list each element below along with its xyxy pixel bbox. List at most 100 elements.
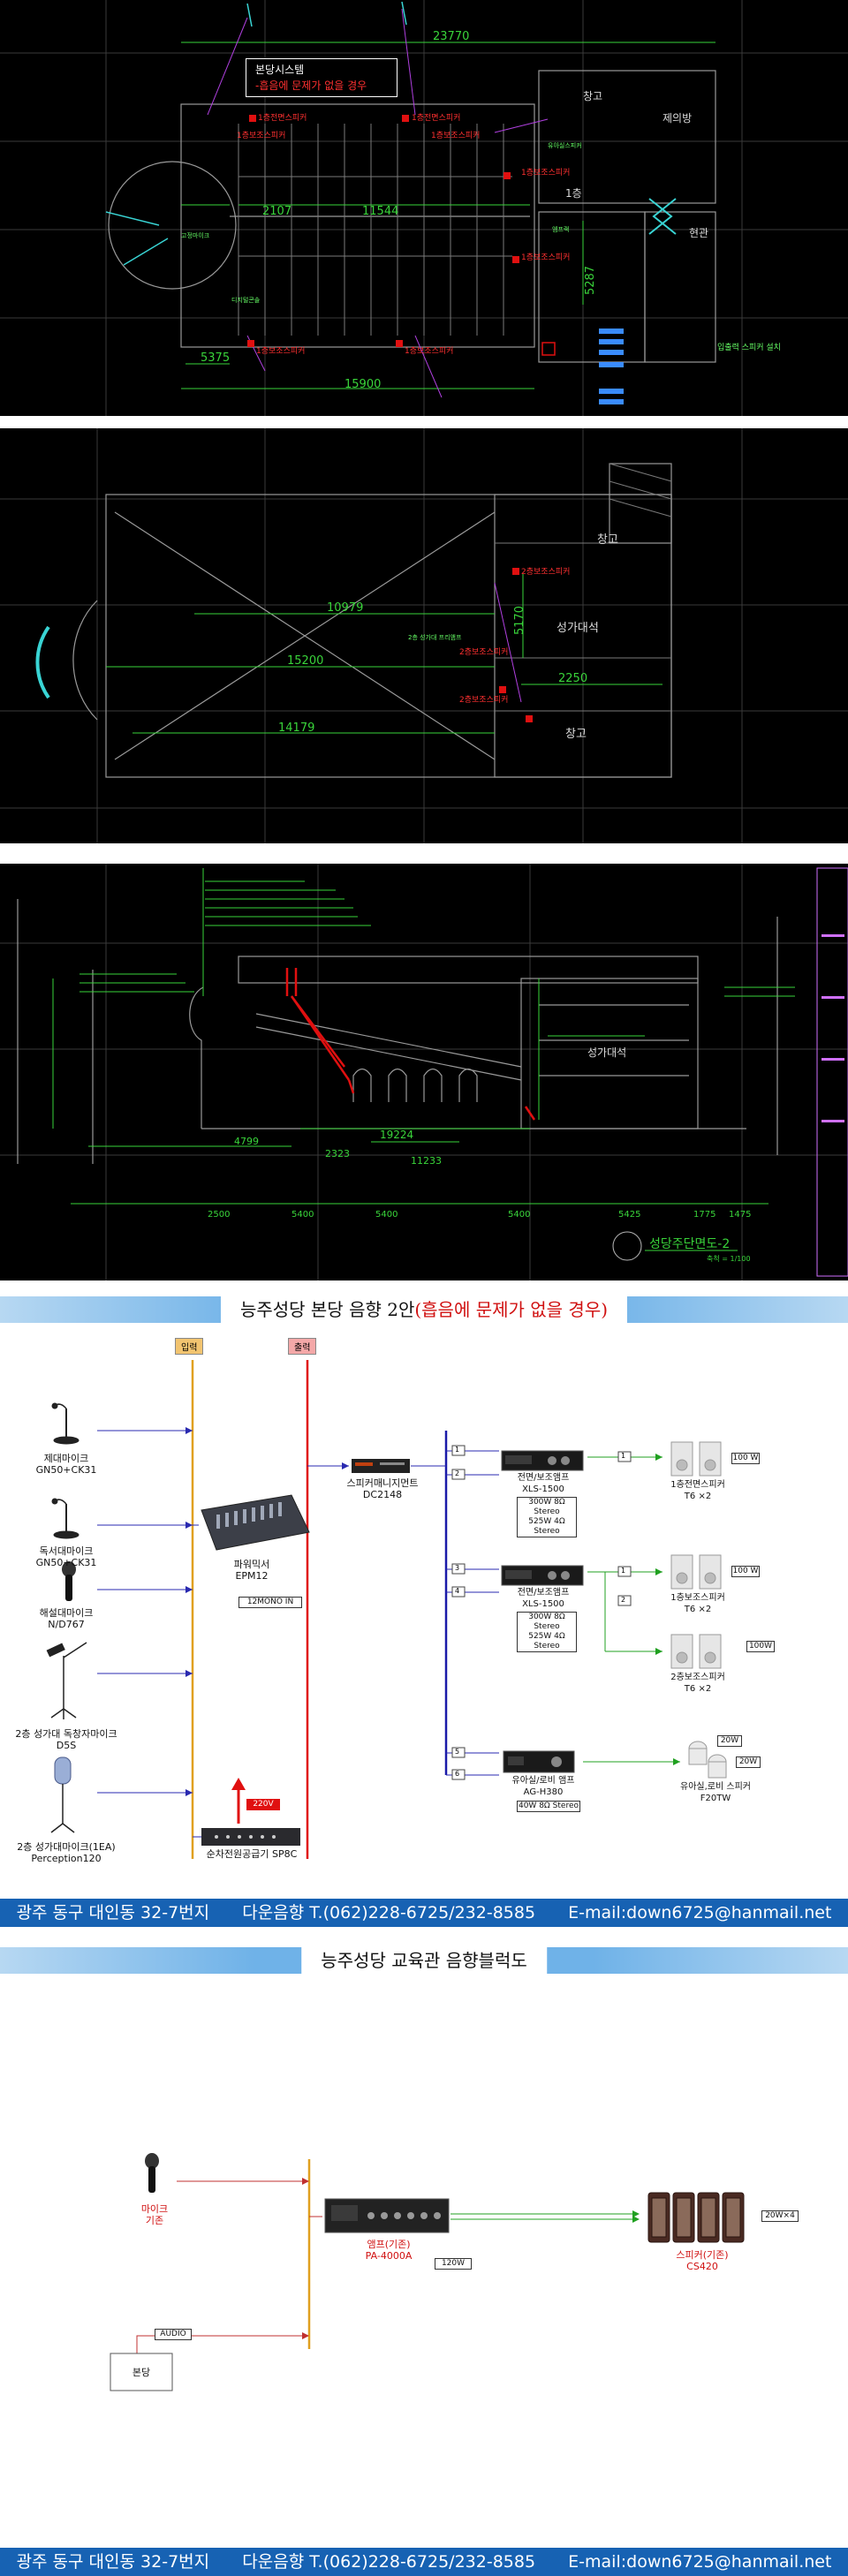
plan2-dim-4: 2250 xyxy=(558,672,588,685)
plan1-note-entry: 입출력 스피커 설치 xyxy=(717,344,781,352)
plan1-title-box: 본당시스템 -흡음에 문제가 없을 경우 xyxy=(246,58,398,97)
plan1-speaker-tag-5: 1층보조스피커 xyxy=(521,169,571,178)
plan1-note-mic: 고정마이크 xyxy=(181,232,210,239)
floor-plan-2-drawing xyxy=(0,428,848,843)
speaker-3-icon xyxy=(670,1634,722,1669)
block2-wiring xyxy=(110,2153,745,2391)
plan2-speaker-tag-2: 2층보조스피커 xyxy=(459,648,509,657)
plan2-speaker-tag-1: 2층보조스피커 xyxy=(521,568,571,577)
speaker-2-icon xyxy=(670,1554,722,1590)
plan1-room-floor1: 1층 xyxy=(565,187,582,200)
block2-title: 능주성당 교육관 음향블럭도 xyxy=(301,1947,547,1974)
speaker-4-watt: 20W xyxy=(717,1735,742,1747)
speaker-1-watt: 100 W xyxy=(731,1453,760,1464)
plan2-dim-3: 14179 xyxy=(278,721,315,735)
out-ch-1: 1 xyxy=(621,1452,626,1460)
mic-5-icon xyxy=(50,1756,75,1833)
plan1-room-sacristy: 제의방 xyxy=(662,112,693,125)
plan1-room-lobby: 현관 xyxy=(689,227,709,239)
plan1-note-rack: 엠프랙 xyxy=(552,226,570,233)
footer-address-2: 광주 동구 대인동 32-7번지 xyxy=(16,2552,210,2572)
ch-4: 4 xyxy=(455,1587,460,1595)
plan1-speaker-tag-6: 1층보조스피커 xyxy=(521,253,571,262)
plan1-dim-6: 15900 xyxy=(344,378,382,391)
audio-label: AUDIO xyxy=(155,2329,192,2340)
plan1-speaker-tag-1: 1층전면스피커 xyxy=(258,114,307,123)
section-dim-6: 5400 xyxy=(292,1210,314,1220)
section-dim-8: 5400 xyxy=(508,1210,531,1220)
power-sequencer-icon xyxy=(201,1828,300,1846)
ch-6: 6 xyxy=(455,1770,460,1778)
section-dim-4: 11233 xyxy=(411,1155,442,1167)
power-label: 순차전원공급기 SP8C xyxy=(206,1848,298,1860)
out-ch-3: 2 xyxy=(621,1596,626,1604)
mixer-note: 12MONO IN xyxy=(238,1597,302,1608)
plan1-note-console: 디지털콘솔 xyxy=(231,297,261,304)
plan1-speaker-tag-2: 1층전면스피커 xyxy=(412,114,461,123)
plan1-room-storage: 창고 xyxy=(583,90,603,102)
mixer-icon xyxy=(201,1494,310,1551)
amp-3-icon xyxy=(503,1750,575,1773)
plan1-speaker-tag-7: 1층보조스피커 xyxy=(256,347,306,356)
education-mic-icon xyxy=(145,2153,159,2193)
section-dim-1: 4799 xyxy=(234,1136,259,1147)
mic-4-icon xyxy=(46,1642,87,1719)
amp-1-icon xyxy=(501,1450,584,1471)
plan2-note-preamp: 2층 성가대 프리앰프 xyxy=(408,634,462,641)
footer-address-1: 광주 동구 대인동 32-7번지 xyxy=(16,1903,210,1923)
out-ch-2: 1 xyxy=(621,1567,626,1575)
education-amp-watt: 120W xyxy=(435,2258,472,2270)
plan2-dim-2: 15200 xyxy=(287,654,324,668)
plan1-speaker-tag-8: 1층보조스피커 xyxy=(405,347,454,356)
mic-3-icon xyxy=(62,1561,76,1601)
floor-plan-1: 본당시스템 -흡음에 문제가 없을 경우 23770 2107 11544 52… xyxy=(0,0,848,416)
footer-phone-2: 다운음향 T.(062)228-6725/232-8585 xyxy=(242,2552,536,2572)
education-speaker-icon xyxy=(647,2192,745,2243)
section-dim-5: 2500 xyxy=(208,1210,231,1220)
footer-bar-1: 광주 동구 대인동 32-7번지 다운음향 T.(062)228-6725/23… xyxy=(0,1899,848,1927)
block1-wiring xyxy=(46,1360,727,1859)
block-diagram-main: 능주성당 본당 음향 2안(흡음에 문제가 없을 경우) xyxy=(0,1294,848,1930)
ch-3: 3 xyxy=(455,1564,460,1572)
plan2-dim-5: 5170 xyxy=(513,605,527,636)
ch-1: 1 xyxy=(455,1446,460,1454)
plan1-dim-1: 23770 xyxy=(433,30,470,43)
section-dim-9: 5425 xyxy=(618,1210,641,1220)
education-amp-label: 앰프(기존)PA-4000A xyxy=(365,2239,413,2262)
block1-title-main: 능주성당 본당 음향 2안 xyxy=(239,1299,415,1320)
section-dim-3: 2323 xyxy=(325,1148,350,1160)
speaker-1-icon xyxy=(670,1441,722,1477)
section-scale: 축척 = 1/100 xyxy=(707,1255,751,1263)
plan2-room-choir: 성가대석 xyxy=(556,622,599,635)
separator-1 xyxy=(0,416,848,428)
plan1-speaker-tag-3: 1층보조스피커 xyxy=(237,132,286,140)
block1-title-sub: (흡음에 문제가 없을 경우) xyxy=(414,1299,609,1320)
plan1-note-nursery: 유아실스피커 xyxy=(548,142,582,149)
section-dim-7: 5400 xyxy=(375,1210,398,1220)
ch-2: 2 xyxy=(455,1469,460,1477)
plan2-room-storage-2: 창고 xyxy=(565,728,587,741)
floor-plan-2: 10979 15200 14179 2250 5170 창고 성가대석 창고 2… xyxy=(0,428,848,843)
plan1-title: 본당시스템 xyxy=(255,64,305,76)
plan2-speaker-tag-3: 2층보조스피커 xyxy=(459,696,509,705)
block1-banner: 능주성당 본당 음향 2안(흡음에 문제가 없을 경우) xyxy=(0,1296,848,1323)
footer-email-2: E-mail:down6725@hanmail.net xyxy=(568,2552,832,2572)
amp-3-spec: 40W 8Ω Stereo xyxy=(517,1801,580,1812)
plan1-dim-3: 11544 xyxy=(362,205,399,218)
mic-1-icon xyxy=(51,1402,80,1445)
ch-5: 5 xyxy=(455,1748,460,1756)
speaker-4-icon xyxy=(688,1741,727,1779)
